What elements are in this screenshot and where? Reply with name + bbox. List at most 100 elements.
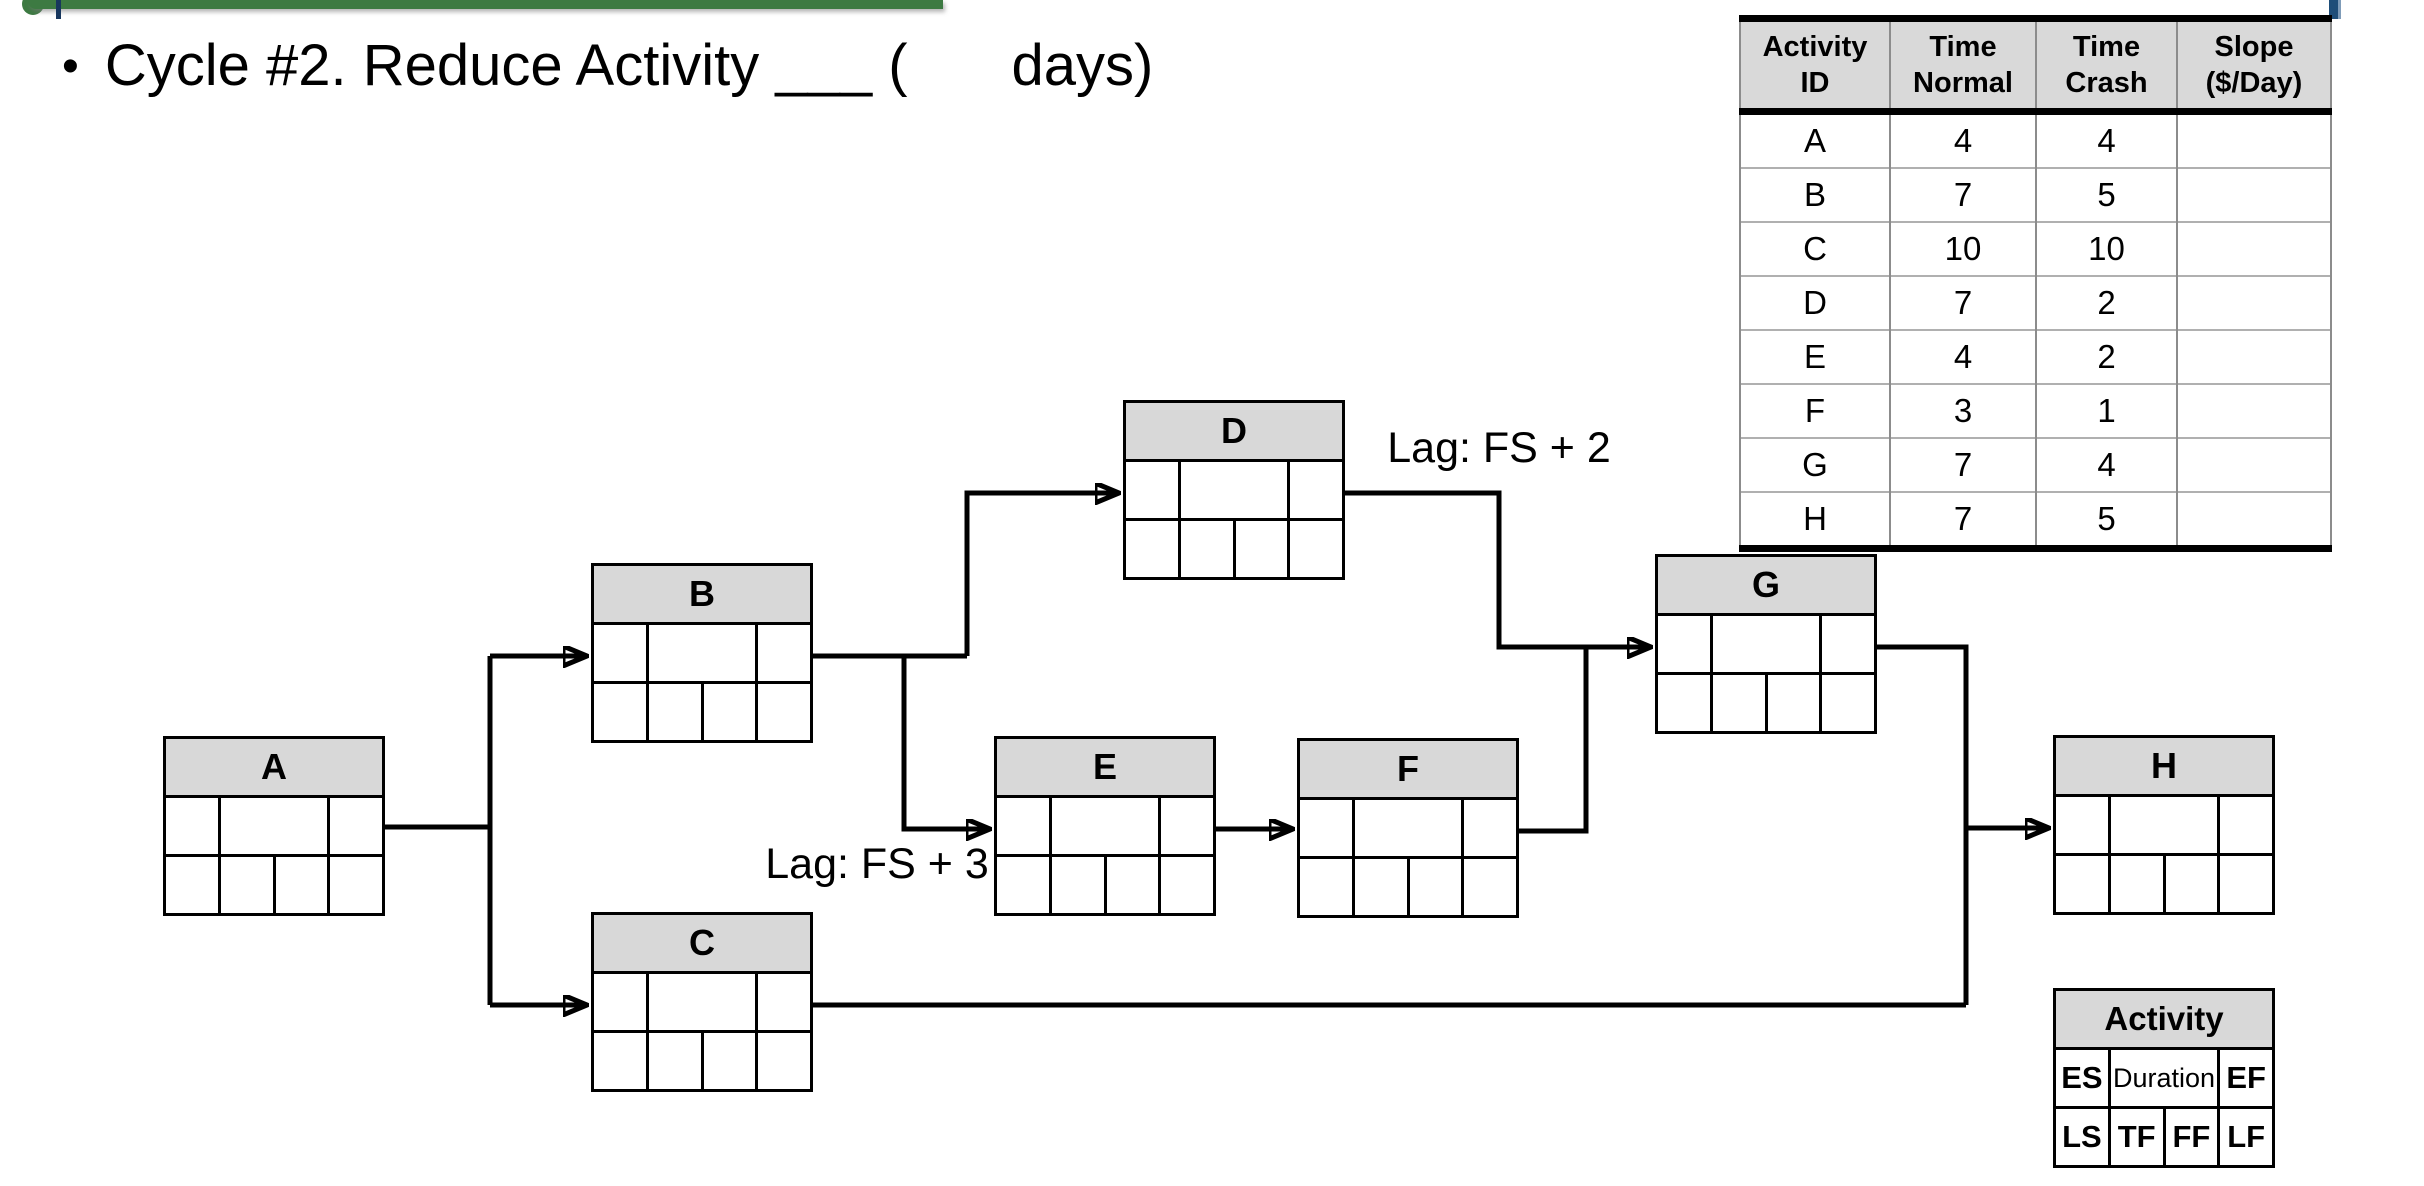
es-cell xyxy=(994,795,1052,857)
cell-crash: 2 xyxy=(2035,275,2178,330)
duration-cell xyxy=(1351,797,1465,859)
table-row: D 7 2 xyxy=(1739,275,2332,330)
legend-ls: LS xyxy=(2053,1106,2111,1168)
node-label: B xyxy=(591,563,813,625)
cell-normal: 7 xyxy=(1889,275,2037,330)
tf-cell xyxy=(645,681,704,743)
node-A: A xyxy=(163,736,385,916)
tf-cell xyxy=(1177,518,1236,580)
ff-cell xyxy=(1406,856,1465,918)
legend-duration: Duration xyxy=(2107,1047,2221,1109)
ff-cell xyxy=(1764,672,1823,734)
node-H: H xyxy=(2053,735,2275,915)
ls-cell xyxy=(163,854,221,916)
col-header-slope: Slope ($/Day) xyxy=(2176,18,2332,115)
cell-slope xyxy=(2176,111,2332,168)
tf-cell xyxy=(217,854,276,916)
cell-normal: 4 xyxy=(1889,111,2037,168)
legend-title: Activity xyxy=(2053,988,2275,1050)
duration-cell xyxy=(1709,613,1823,675)
cell-id: D xyxy=(1739,275,1891,330)
ef-cell xyxy=(1461,797,1519,859)
ls-cell xyxy=(2053,853,2111,915)
tf-cell xyxy=(2107,853,2166,915)
ls-cell xyxy=(591,681,649,743)
cell-crash: 5 xyxy=(2035,167,2178,222)
lag-label-d-to-g: Lag: FS + 2 xyxy=(1387,424,1611,472)
table-row: E 4 2 xyxy=(1739,329,2332,384)
node-B: B xyxy=(591,563,813,743)
node-label: D xyxy=(1123,400,1345,462)
ls-cell xyxy=(591,1030,649,1092)
lf-cell xyxy=(755,681,813,743)
legend-es: ES xyxy=(2053,1047,2111,1109)
cell-normal: 7 xyxy=(1889,167,2037,222)
slide-title: •Cycle #2. Reduce Activity ___ (days) xyxy=(62,32,1153,99)
cell-id: G xyxy=(1739,437,1891,492)
cell-normal: 7 xyxy=(1889,491,2037,549)
cell-id: E xyxy=(1739,329,1891,384)
duration-cell xyxy=(645,971,759,1033)
cell-crash: 1 xyxy=(2035,383,2178,438)
cell-slope xyxy=(2176,383,2332,438)
ff-cell xyxy=(700,681,759,743)
cell-crash: 4 xyxy=(2035,437,2178,492)
ef-cell xyxy=(1158,795,1216,857)
lf-cell xyxy=(1158,854,1216,916)
tf-cell xyxy=(645,1030,704,1092)
cell-slope xyxy=(2176,491,2332,549)
cell-crash: 5 xyxy=(2035,491,2178,549)
legend-lf: LF xyxy=(2217,1106,2275,1168)
lf-cell xyxy=(1819,672,1877,734)
table-header-row: Activity ID Time Normal Time Crash Slope… xyxy=(1739,18,2332,115)
duration-cell xyxy=(1177,459,1291,521)
table-row: C 10 10 xyxy=(1739,221,2332,276)
title-suffix: days) xyxy=(1011,33,1154,98)
cell-slope xyxy=(2176,329,2332,384)
activity-data-table: Activity ID Time Normal Time Crash Slope… xyxy=(1739,15,2332,552)
ls-cell xyxy=(994,854,1052,916)
cell-crash: 2 xyxy=(2035,329,2178,384)
duration-cell xyxy=(1048,795,1162,857)
ef-cell xyxy=(755,622,813,684)
table-row: F 3 1 xyxy=(1739,383,2332,438)
arrow-b-to-e xyxy=(901,656,988,829)
lf-cell xyxy=(755,1030,813,1092)
cell-id: B xyxy=(1739,167,1891,222)
ls-cell xyxy=(1297,856,1355,918)
cell-slope xyxy=(2176,221,2332,276)
cell-id: H xyxy=(1739,491,1891,549)
legend-ef: EF xyxy=(2217,1047,2275,1109)
navy-corner-accent xyxy=(2329,0,2341,19)
es-cell xyxy=(591,622,649,684)
node-E: E xyxy=(994,736,1216,916)
table-row: H 7 5 xyxy=(1739,491,2332,549)
col-header-activity-id: Activity ID xyxy=(1739,18,1891,115)
ef-cell xyxy=(2217,794,2275,856)
cell-normal: 4 xyxy=(1889,329,2037,384)
cell-slope xyxy=(2176,437,2332,492)
legend-box: Activity ES Duration EF LS TF FF LF xyxy=(2053,988,2275,1168)
arrow-f-to-g xyxy=(1519,647,1589,834)
cell-crash: 10 xyxy=(2035,221,2178,276)
cell-normal: 7 xyxy=(1889,437,2037,492)
ff-cell xyxy=(272,854,331,916)
arrow-g-out xyxy=(1877,644,1969,1005)
node-G: G xyxy=(1655,554,1877,734)
lf-cell xyxy=(327,854,385,916)
legend-tf: TF xyxy=(2107,1106,2166,1168)
green-title-bar xyxy=(28,0,943,9)
cell-id: F xyxy=(1739,383,1891,438)
arrow-b-to-d xyxy=(964,493,1117,656)
node-label: A xyxy=(163,736,385,798)
ef-cell xyxy=(755,971,813,1033)
table-row: G 7 4 xyxy=(1739,437,2332,492)
ef-cell xyxy=(327,795,385,857)
duration-cell xyxy=(2107,794,2221,856)
title-prefix: Cycle #2. Reduce Activity ___ ( xyxy=(104,33,908,98)
table-row: A 4 4 xyxy=(1739,111,2332,168)
table-row: B 7 5 xyxy=(1739,167,2332,222)
lf-cell xyxy=(1461,856,1519,918)
